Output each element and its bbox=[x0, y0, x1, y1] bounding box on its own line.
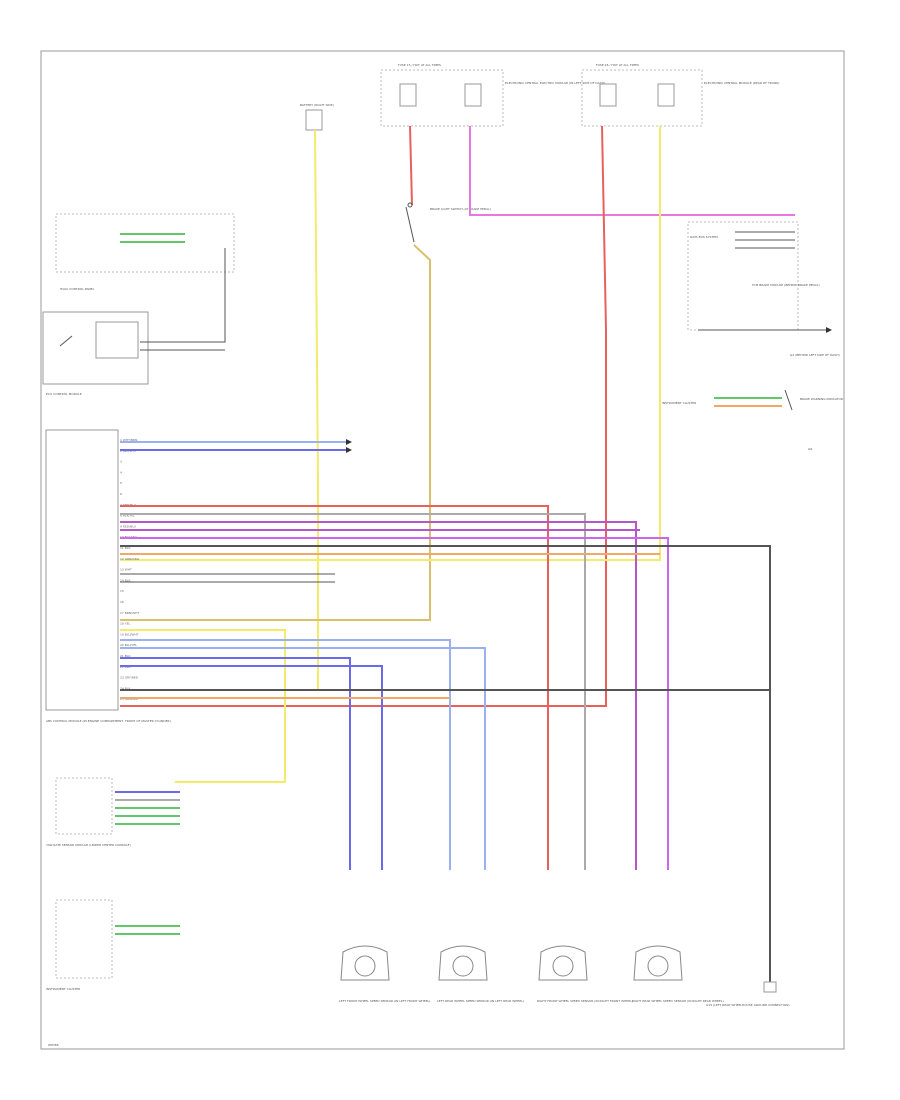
wire-rr-purple bbox=[120, 521, 637, 870]
abs-pin-8: 8 BLK/YEL bbox=[120, 514, 135, 518]
abs-pin-25: 25 ORN/BLK bbox=[120, 697, 139, 701]
abs-pin-18: 18 YEL bbox=[120, 622, 130, 626]
abs-pin-6: 6 bbox=[120, 492, 122, 496]
abs-pin-11: 11 BLK bbox=[120, 546, 132, 550]
g6-label: G6 bbox=[808, 447, 812, 451]
abs-pin-24: 24 BLK bbox=[120, 686, 132, 690]
fuse-box-left: FUSE 15 / HOT AT ALL TIMES ELECTRONIC CE… bbox=[380, 63, 605, 127]
abs-control-module: ABS CONTROL MODULE (IN ENGINE COMPARTMEN… bbox=[45, 429, 171, 723]
right-connector-block: DATA BUS SYSTEM TCM BRAKE MODULE (BEHIND… bbox=[687, 221, 840, 357]
hvac-panel-label: HVAC CONTROL PANEL bbox=[60, 287, 95, 291]
abs-pin-15: 15 bbox=[120, 589, 124, 593]
wire-lr-lightblue-2 bbox=[120, 647, 486, 870]
wheel-sensor-3: RIGHT FRONT WHEEL SPEED SENSOR (IN RIGHT… bbox=[537, 945, 633, 1003]
fuse-box-left-label: FUSE 15 / HOT AT ALL TIMES bbox=[398, 63, 441, 67]
fuse-box-right-desc: ELECTRONIC CENTRAL MODULE (REAR OF TRUNK… bbox=[704, 81, 779, 85]
wire-rf-gray bbox=[120, 513, 586, 870]
abs-pin-16: 16 bbox=[120, 600, 124, 604]
instrument-cluster: INSTRUMENT CLUSTER bbox=[46, 899, 180, 991]
wire-lr-lightblue bbox=[120, 639, 451, 870]
yaw-rate-sensor: YAW RATE SENSOR MODULE (UNDER CENTER CON… bbox=[46, 777, 180, 847]
abs-pin-17: 17 BRN/WHT bbox=[120, 611, 139, 615]
wheel-sensors: LEFT FRONT WHEEL SPEED SENSOR (IN LEFT F… bbox=[339, 945, 724, 1003]
abs-pin-4: 4 bbox=[120, 470, 122, 474]
g2-label: G2 (BEHIND LEFT SIDE OF DASH) bbox=[790, 353, 840, 357]
hvac-panel: HVAC CONTROL PANEL bbox=[55, 213, 235, 291]
abs-pin-3: 3 bbox=[120, 460, 122, 464]
wire-rr-violet bbox=[120, 537, 669, 870]
brake-warning-indicator: INSTRUMENT CLUSTER BRAKE WARNING INDICAT… bbox=[662, 389, 843, 451]
wire-data-pair bbox=[120, 573, 335, 583]
yaw-rate-label: YAW RATE SENSOR MODULE (UNDER CENTER CON… bbox=[46, 843, 131, 847]
abs-pin-14: 14 BLK bbox=[120, 578, 132, 582]
wheel-sensor-label-3: RIGHT FRONT WHEEL SPEED SENSOR (IN RIGHT… bbox=[537, 999, 633, 1003]
abs-pin-19: 19 BLU/WHT bbox=[120, 632, 139, 636]
wire-yellow-main bbox=[314, 129, 319, 690]
wire-red-fuse bbox=[409, 125, 413, 206]
wire-ground bbox=[120, 545, 771, 985]
wire-lf-blue bbox=[120, 657, 351, 870]
fuse-box-right-label: FUSE 26 / HOT AT ALL TIMES bbox=[596, 63, 639, 67]
abs-pin-9: 9 RED/BLU bbox=[120, 524, 136, 528]
brake-indicator-label: BRAKE WARNING INDICATOR bbox=[800, 397, 843, 401]
wheel-sensor-4: RIGHT REAR WHEEL SPEED SENSOR (IN RIGHT … bbox=[632, 945, 724, 1003]
wire-rf-red bbox=[120, 505, 549, 870]
wire-yellow-right bbox=[120, 126, 661, 561]
abs-pin-21: 21 BLK bbox=[120, 654, 132, 658]
abs-pin-23: 23 GRY/RED bbox=[120, 676, 139, 680]
wire-pink-right bbox=[469, 126, 795, 216]
abs-pin-5: 5 bbox=[120, 481, 122, 485]
battery-label: BATTERY (RIGHT SIDE) bbox=[300, 103, 334, 107]
wheel-sensor-1: LEFT FRONT WHEEL SPEED SENSOR (IN LEFT F… bbox=[339, 945, 430, 1003]
wheel-sensor-label-4: RIGHT REAR WHEEL SPEED SENSOR (IN RIGHT … bbox=[632, 999, 724, 1003]
wire-red-right bbox=[120, 125, 607, 707]
fuse-box-right: FUSE 26 / HOT AT ALL TIMES ELECTRONIC CE… bbox=[581, 63, 779, 127]
abs-pin-13: 13 WHT bbox=[120, 568, 132, 572]
brake-light-switch: BRAKE LIGHT SWITCH (AT BRAKE PEDAL) bbox=[405, 202, 491, 243]
wheel-sensor-label-1: LEFT FRONT WHEEL SPEED SENSOR (IN LEFT F… bbox=[339, 999, 430, 1003]
instrument-cluster-label: INSTRUMENT CLUSTER bbox=[46, 987, 80, 991]
abs-pin-1: 1 WHT/BRN bbox=[120, 438, 137, 442]
ecu-panel: ECU CONTROL MODULE bbox=[42, 248, 226, 396]
g15-label: G15 (LEFT REAR WHEELHOUSE GROUND CONNECT… bbox=[706, 1003, 790, 1007]
wire-olive-brake bbox=[120, 244, 431, 621]
right-connector-bus: DATA BUS SYSTEM bbox=[690, 235, 718, 239]
wire-yaw-yellow bbox=[120, 629, 286, 783]
wire-lf-blue-2 bbox=[120, 665, 383, 870]
wheel-sensor-label-2: LEFT REAR WHEEL SPEED SENSOR (IN LEFT RE… bbox=[437, 999, 524, 1003]
abs-pin-20: 20 BLU/YEL bbox=[120, 643, 137, 647]
wheel-sensor-2: LEFT REAR WHEEL SPEED SENSOR (IN LEFT RE… bbox=[437, 945, 524, 1003]
battery-connector: BATTERY (RIGHT SIDE) bbox=[300, 103, 334, 131]
ground-g15: G15 (LEFT REAR WHEELHOUSE GROUND CONNECT… bbox=[706, 981, 790, 1007]
brake-switch-label: BRAKE LIGHT SWITCH (AT BRAKE PEDAL) bbox=[430, 207, 491, 211]
diagram-frame bbox=[40, 50, 845, 1050]
right-connector-label: TCM BRAKE MODULE (BEHIND BRAKE PEDAL) bbox=[751, 283, 820, 287]
abs-module-label: ABS CONTROL MODULE (IN ENGINE COMPARTMEN… bbox=[46, 719, 171, 723]
abs-pin-12: 12 GRN/ORG bbox=[120, 557, 140, 561]
abs-pin-7: 7 RED/BLU bbox=[120, 503, 136, 507]
fuse-box-left-desc: ELECTRONIC CENTRAL ELECTRIC MODULE (IN L… bbox=[505, 81, 605, 85]
ecu-panel-label: ECU CONTROL MODULE bbox=[46, 392, 82, 396]
diagram-code: W8386 bbox=[48, 1043, 59, 1047]
brake-indicator-ic: INSTRUMENT CLUSTER bbox=[662, 401, 696, 405]
